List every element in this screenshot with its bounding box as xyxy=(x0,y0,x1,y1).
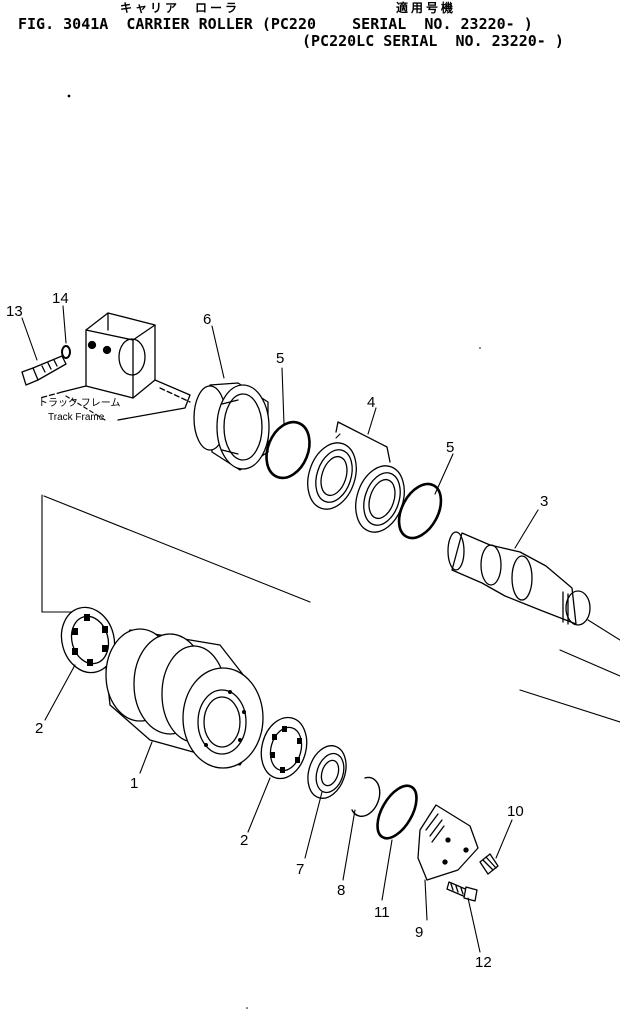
callout-9: 9 xyxy=(415,924,423,941)
part-13-mounting-bolt xyxy=(21,355,67,386)
part-12-bolt xyxy=(446,881,478,902)
stray-dot xyxy=(246,1007,248,1009)
part-4-floating-seal-left xyxy=(307,442,357,510)
part-8-snap-ring xyxy=(351,776,381,817)
callout-8: 8 xyxy=(337,882,345,899)
part-6-collar xyxy=(193,382,270,471)
callout-3: 3 xyxy=(540,493,548,510)
part-11-o-ring xyxy=(376,784,418,840)
callout-12: 12 xyxy=(475,954,492,971)
part-2-bearing-left xyxy=(60,606,116,674)
leader-lines xyxy=(21,305,539,953)
figure-title: FIG. 3041A CARRIER ROLLER (PC220 SERIAL … xyxy=(18,15,533,33)
callout-2: 2 xyxy=(35,720,43,737)
part-7-floating-seal xyxy=(307,745,347,799)
callout-14: 14 xyxy=(52,290,69,307)
stray-dot xyxy=(67,94,71,98)
callout-2: 2 xyxy=(240,832,248,849)
track-frame-label-jp: トラック フレーム xyxy=(38,397,120,409)
callout-5: 5 xyxy=(276,350,284,367)
part-2-bearing-right xyxy=(260,716,308,780)
track-frame-bracket xyxy=(39,312,191,421)
callout-7: 7 xyxy=(296,861,304,878)
part-4-bracket xyxy=(335,421,391,463)
part-10-plug xyxy=(479,853,499,875)
callout-4: 4 xyxy=(367,394,375,411)
japanese-applicable-models: 適用号機 xyxy=(396,1,457,15)
callout-11: 11 xyxy=(374,904,390,921)
figure-title-line2: (PC220LC SERIAL NO. 23220- ) xyxy=(302,32,564,50)
part-4-floating-seal-right xyxy=(355,465,405,533)
part-5-o-ring-upper xyxy=(265,420,311,480)
stray-dot xyxy=(479,347,481,349)
callout-5: 5 xyxy=(446,439,454,456)
part-14-lock-washer xyxy=(61,345,71,359)
japanese-part-name: キャリア ローラ xyxy=(120,1,241,15)
part-3-shaft xyxy=(447,531,591,626)
callout-1: 1 xyxy=(130,775,138,792)
callout-13: 13 xyxy=(6,303,23,320)
callout-10: 10 xyxy=(507,803,524,820)
callout-6: 6 xyxy=(203,311,211,328)
track-frame-label-en: Track Frame xyxy=(48,412,105,423)
part-1-roller-body xyxy=(105,628,264,769)
part-5-o-ring-middle xyxy=(397,482,443,540)
part-9-cover xyxy=(417,804,479,881)
